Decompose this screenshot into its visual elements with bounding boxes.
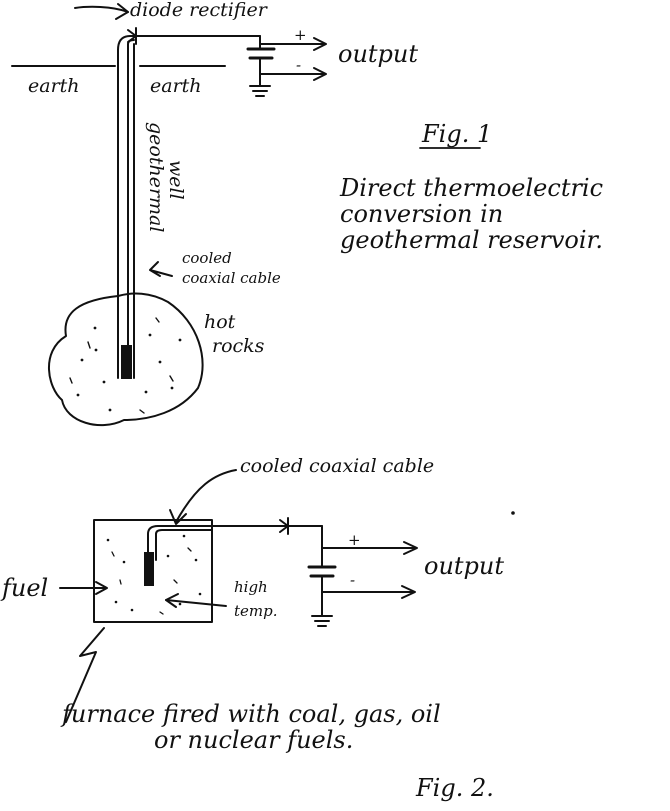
output-arrow-minus-head xyxy=(313,67,327,81)
diode-symbol-icon xyxy=(127,27,137,45)
fig2-cable-label: cooled coaxial cable xyxy=(240,455,434,477)
furnace-pointer-line xyxy=(65,627,105,723)
fig2-cable-pointer-arrowhead xyxy=(169,509,187,525)
figure-2-caption-line1: furnace fired with coal, gas, oil xyxy=(60,700,441,728)
figure-1-caption-line3: geothermal reservoir. xyxy=(340,226,603,254)
earth-label-left: earth xyxy=(28,75,80,97)
hot-rocks-label-line2: rocks xyxy=(212,335,265,357)
figure-2-number: Fig. 2. xyxy=(415,774,494,802)
well-top-wire xyxy=(117,35,261,51)
output-arrow-plus-head xyxy=(313,37,327,51)
high-temp-label-line1: high xyxy=(234,578,268,596)
diode-rectifier-label: diode rectifier xyxy=(130,0,269,21)
fuel-arrow-head xyxy=(95,581,108,595)
polarity-plus-label: + xyxy=(294,26,307,44)
cable-label-line1: cooled xyxy=(182,249,232,267)
well-label-line2: well xyxy=(165,160,187,200)
fig2-cable-inner xyxy=(155,529,213,561)
hot-rocks-label-line1: hot xyxy=(204,311,236,333)
high-temp-label-line2: temp. xyxy=(234,602,278,620)
earth-label-right: earth xyxy=(150,75,202,97)
fig2-output-arrow-plus-head xyxy=(403,541,418,555)
polarity-minus-label: - xyxy=(296,56,301,74)
cable-pointer-icon xyxy=(149,261,173,277)
high-temp-arrow-head xyxy=(165,593,179,608)
fig2-polarity-plus-label: + xyxy=(348,531,361,549)
fig2-cable-outer xyxy=(147,525,323,561)
figure-1-caption-line1: Direct thermoelectric xyxy=(339,174,603,202)
fuel-label: fuel xyxy=(0,574,48,602)
rock-speckles xyxy=(69,317,182,414)
fig2-ground-symbol-icon xyxy=(311,615,333,627)
fig2-cable-pointer-line xyxy=(175,469,237,523)
fig2-polarity-minus-label: - xyxy=(350,571,355,589)
fig2-thermoelectric-element xyxy=(144,552,154,586)
high-temp-arrow-line xyxy=(165,599,227,607)
rectifier-pointer-arrowhead xyxy=(115,3,129,20)
output-label: output xyxy=(338,40,418,68)
figure-1: diode rectifier earth earth + - output g… xyxy=(11,0,603,427)
figure-2-caption-line2: or nuclear fuels. xyxy=(154,726,353,754)
fig2-output-arrow-minus-head xyxy=(401,585,416,599)
cable-label-line2: coaxial cable xyxy=(182,269,281,287)
figure-1-number: Fig. 1 xyxy=(421,120,492,148)
thermoelectric-element xyxy=(121,345,132,379)
ground-symbol-icon xyxy=(249,85,271,97)
fig2-diode-symbol-icon xyxy=(279,517,289,535)
stray-ink-dot xyxy=(511,511,515,515)
figure-2: cooled coaxial cable xyxy=(0,455,515,802)
well-label-line1: geothermal xyxy=(145,122,167,232)
hot-rocks-outline xyxy=(48,292,204,427)
fig2-output-label: output xyxy=(424,552,504,580)
rectifier-pointer-line xyxy=(74,5,129,13)
figure-1-caption-line2: conversion in xyxy=(340,200,503,228)
